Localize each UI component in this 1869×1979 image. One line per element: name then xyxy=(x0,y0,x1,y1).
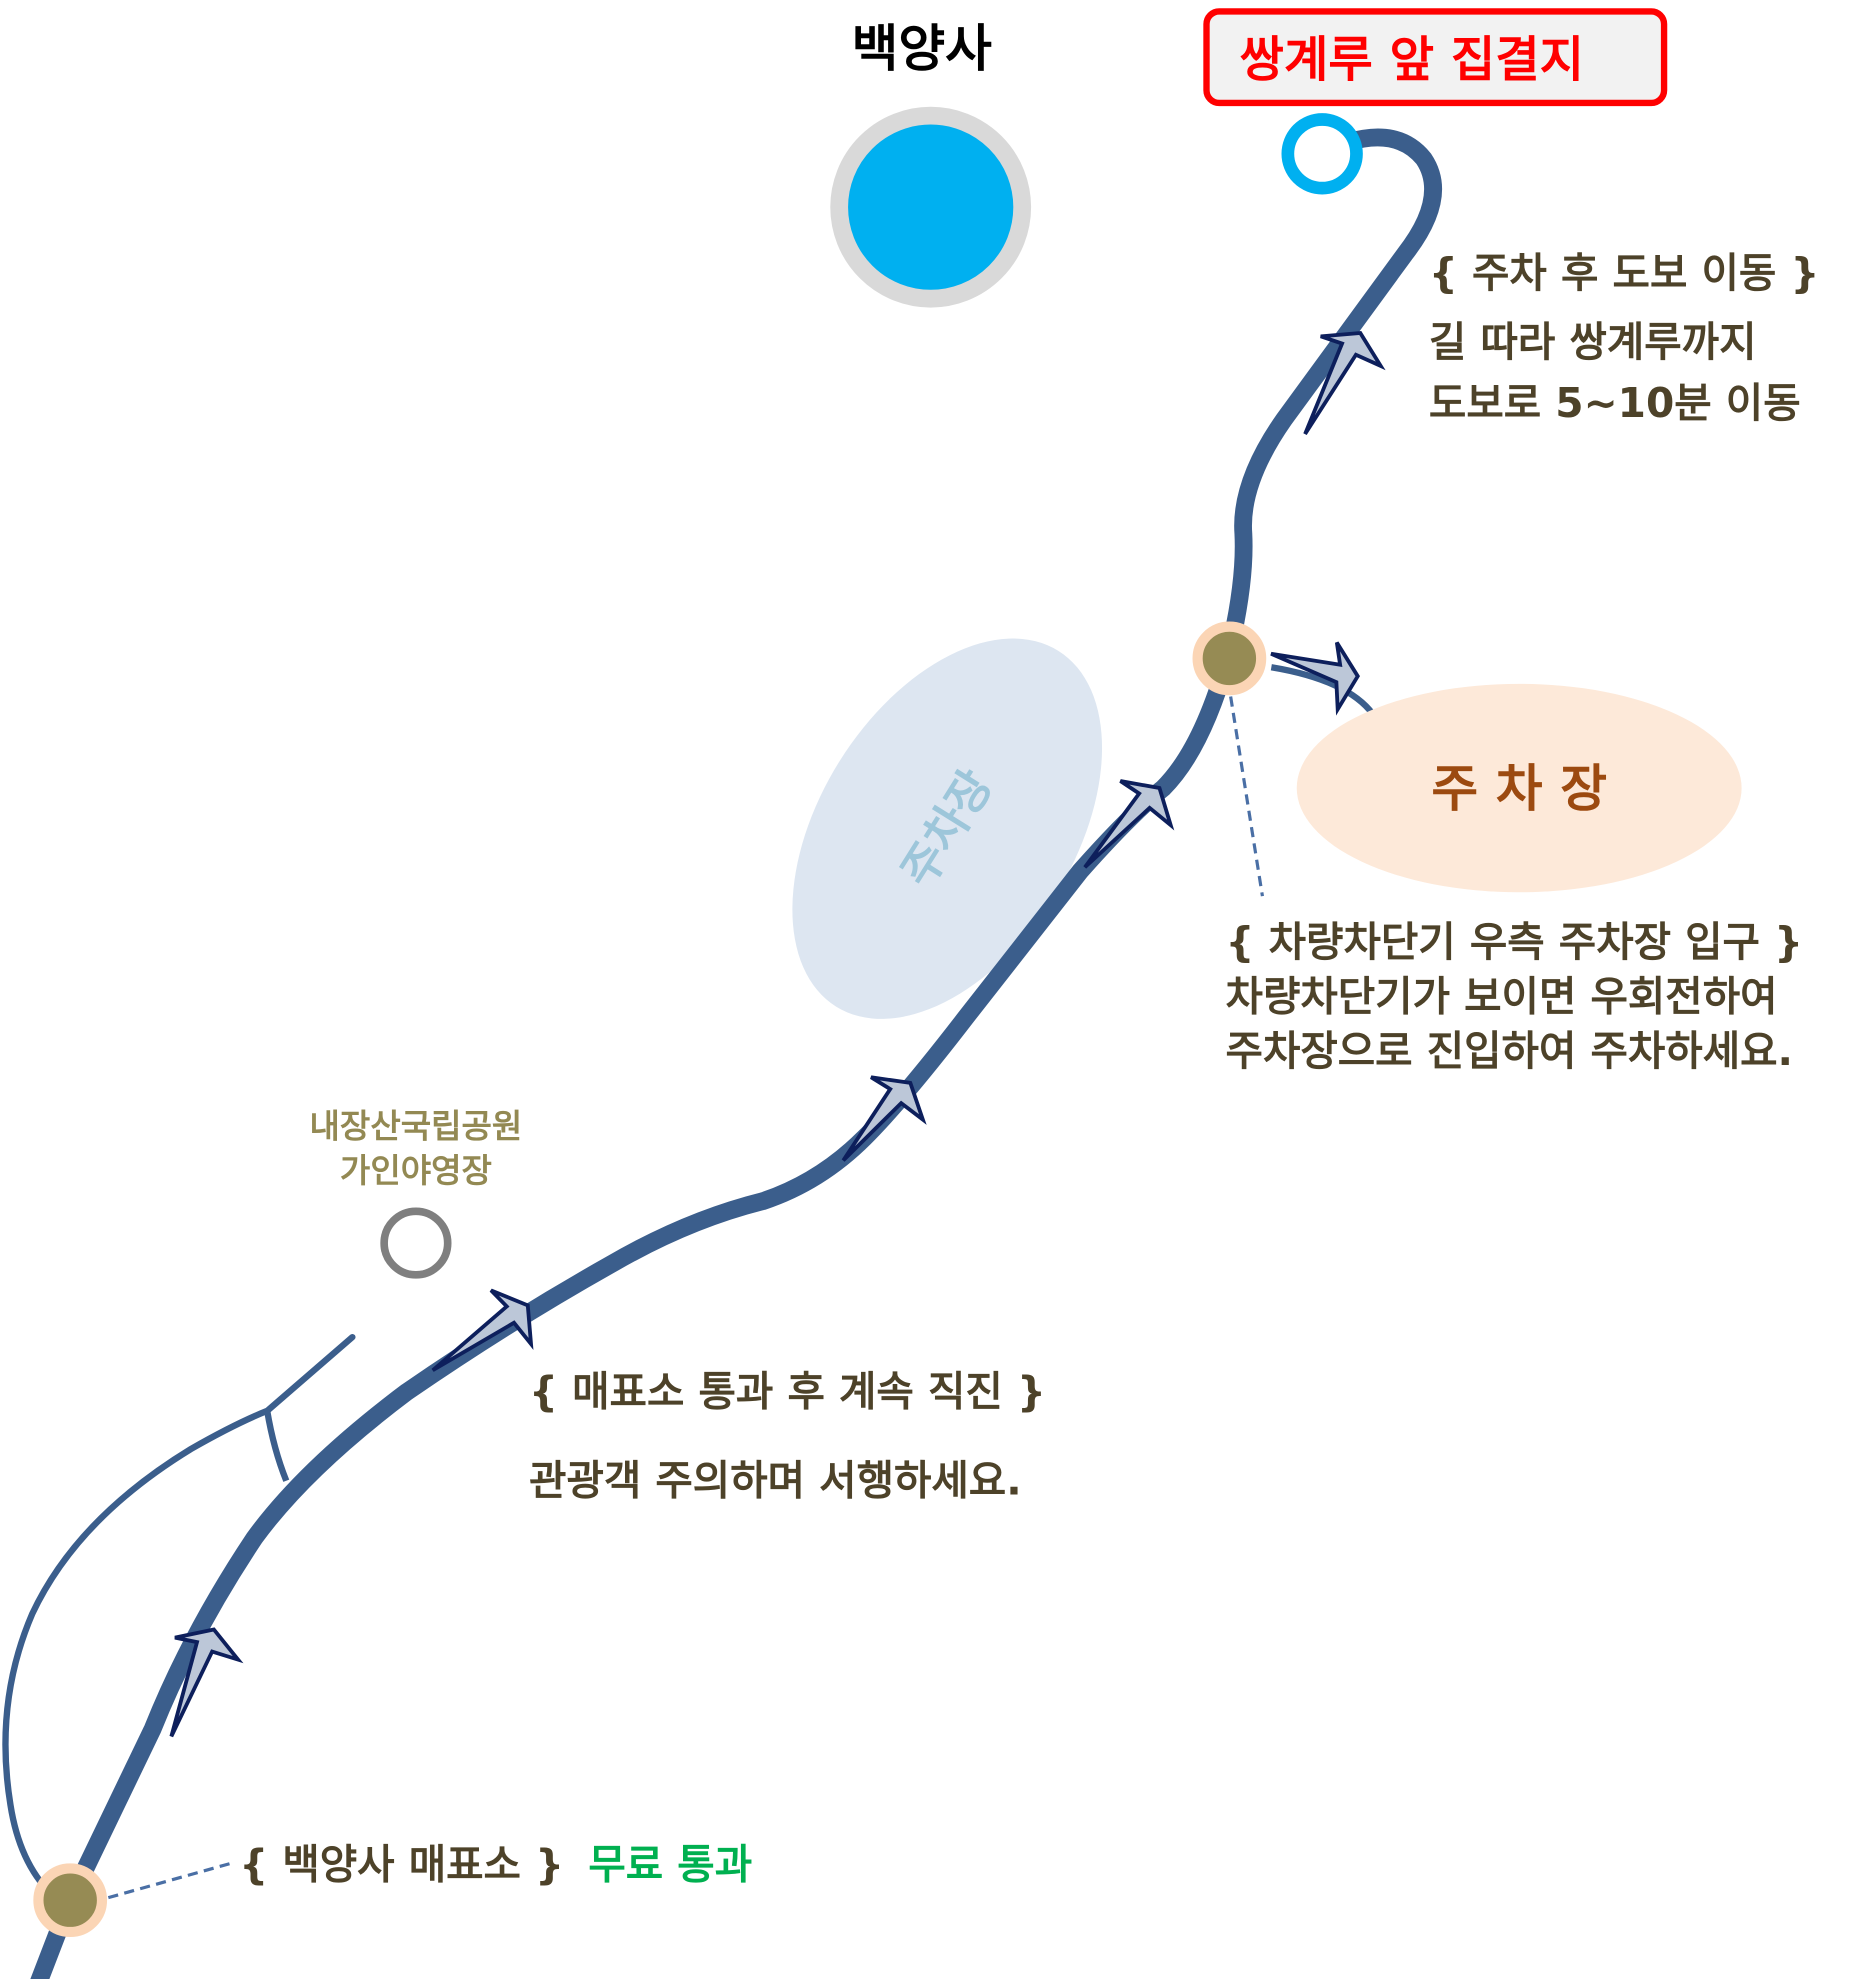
direction-arrow-icon xyxy=(841,1075,927,1162)
parking-right-area xyxy=(1296,683,1742,893)
campsite-label-line1: 내장산국립공원 xyxy=(310,1107,523,1146)
leader-line xyxy=(107,1860,236,1900)
meeting-point-marker xyxy=(1281,113,1363,195)
walk-instruction-line1: 길 따라 쌍계루까지 xyxy=(1429,318,1757,366)
branch-road xyxy=(2,1333,356,1898)
parking-entrance-line2: 주차장으로 진입하여 주차하세요. xyxy=(1226,1027,1793,1075)
parking-right-label: 주 차 장 xyxy=(1431,759,1607,818)
parking-entrance-line1: 차량차단기가 보이면 우회전하여 xyxy=(1226,972,1778,1020)
campsite-marker xyxy=(380,1207,452,1279)
parking-left-area: 주차장 xyxy=(792,638,1103,1019)
ticket-office-label: { 백양사 매표소 } 무료 통과 xyxy=(239,1841,752,1889)
branch-connector xyxy=(264,1410,290,1482)
meeting-point-label: 쌍계루 앞 집결지 xyxy=(1240,32,1585,88)
direction-arrow-icon xyxy=(1303,331,1386,436)
direction-arrow-icon xyxy=(1083,779,1175,869)
ticket-office-title: { 백양사 매표소 } xyxy=(239,1841,564,1889)
ticket-office-node xyxy=(33,1863,108,1938)
direction-arrow-icon xyxy=(431,1288,534,1372)
free-pass-note: 무료 통과 xyxy=(588,1841,752,1889)
temple-label: 백양사 xyxy=(852,19,993,78)
walk-instruction-line2: 도보로 5~10분 이동 xyxy=(1429,379,1801,427)
campsite-label-line2: 가인야영장 xyxy=(340,1151,492,1190)
main-road xyxy=(30,128,1442,1979)
temple-marker xyxy=(830,106,1032,308)
parking-entrance-node xyxy=(1192,621,1267,696)
straight-instruction-line1: 관광객 주의하며 서행하세요. xyxy=(529,1457,1022,1505)
direction-arrow-icon xyxy=(1270,641,1360,716)
parking-entrance-title: { 차량차단기 우측 주차장 입구 } xyxy=(1226,918,1804,966)
straight-instruction-title: { 매표소 통과 후 계속 직진 } xyxy=(529,1368,1046,1416)
walk-instruction-title: { 주차 후 도보 이동 } xyxy=(1429,249,1820,297)
leader-line xyxy=(1229,696,1264,897)
direction-arrow-icon xyxy=(169,1627,244,1738)
meeting-point-box xyxy=(1203,8,1668,107)
